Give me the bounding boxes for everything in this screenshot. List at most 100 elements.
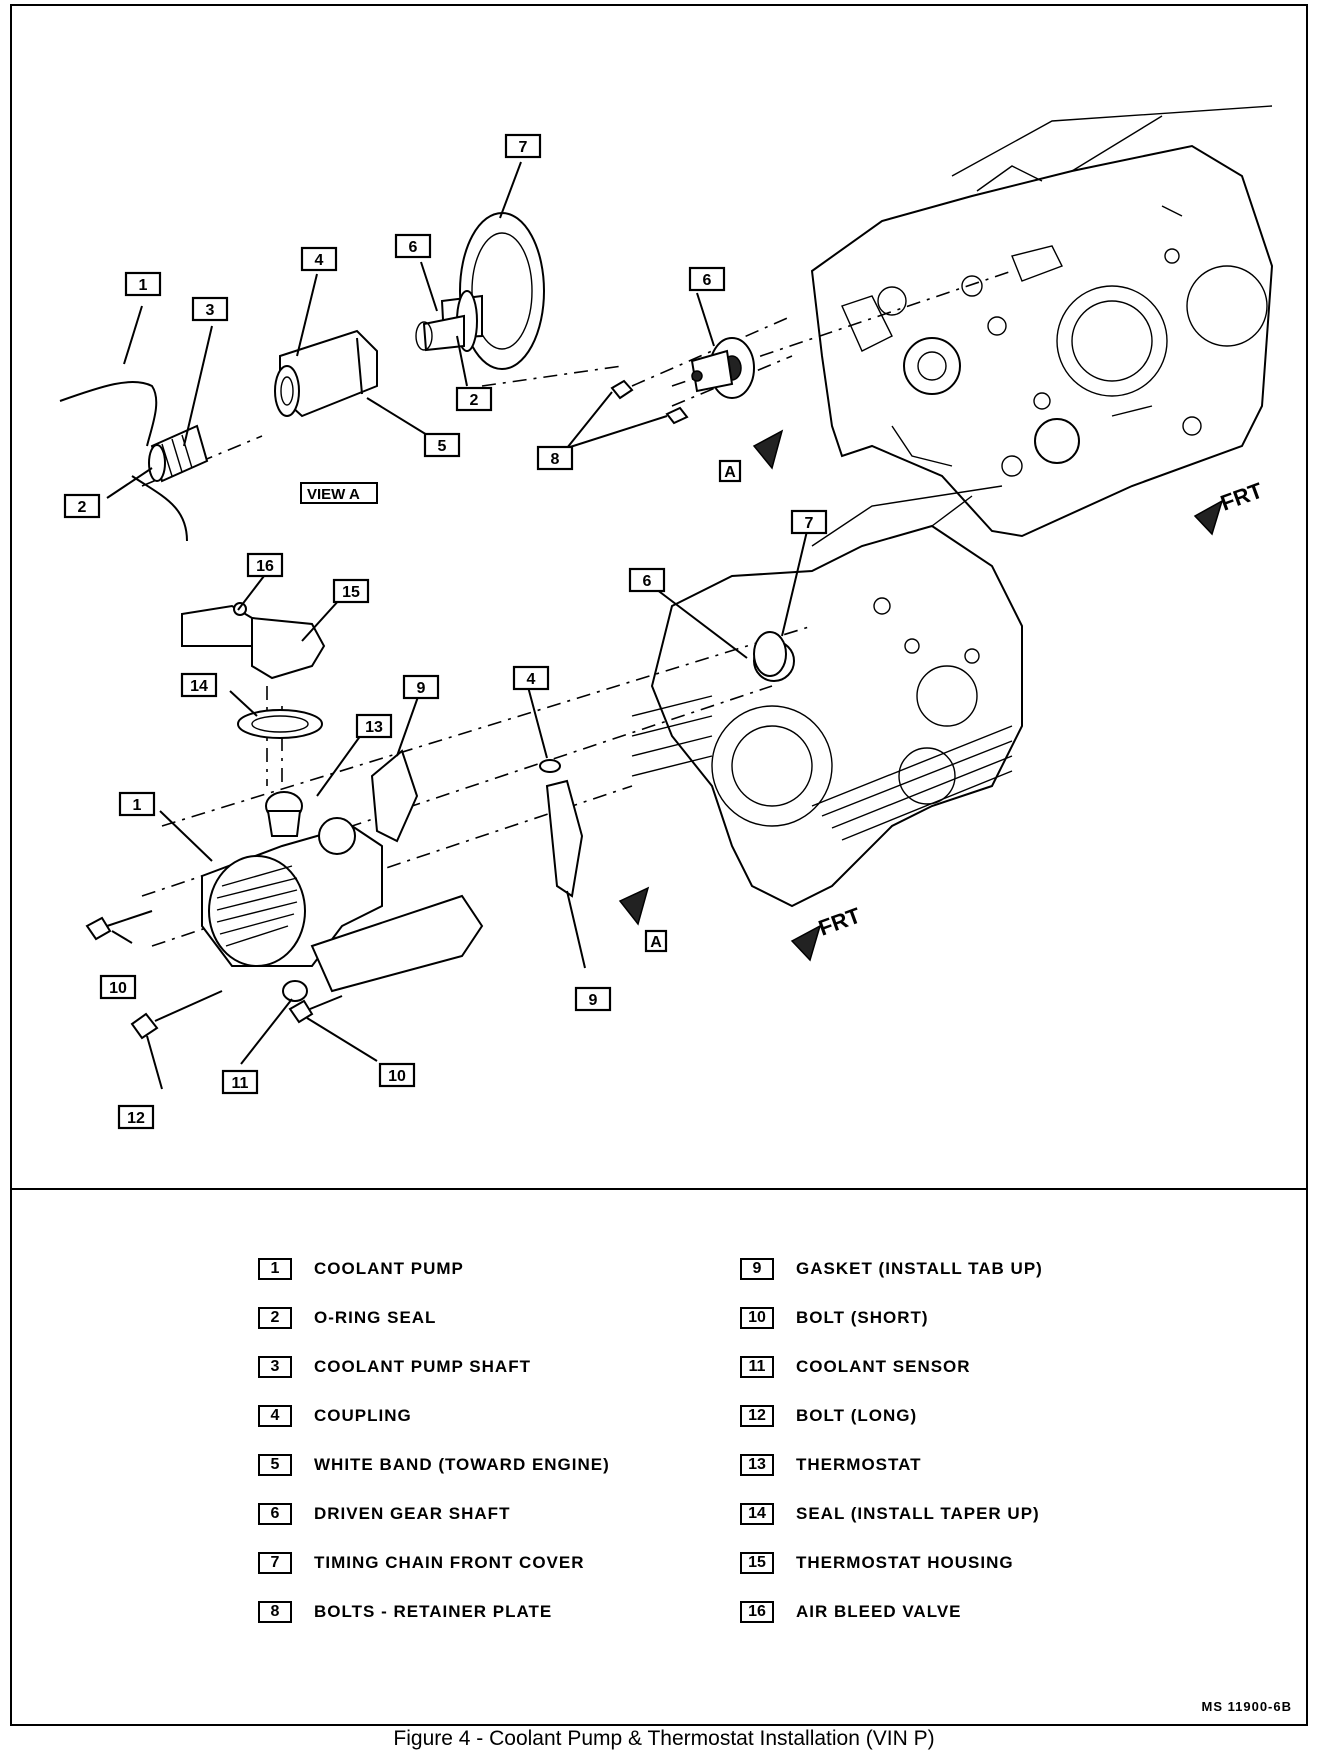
callout-bot-16: 16 (246, 552, 284, 578)
legend-text: COOLANT SENSOR (796, 1356, 971, 1376)
svg-text:7: 7 (805, 515, 814, 532)
svg-text:14: 14 (190, 678, 208, 695)
legend-number: 12 (740, 1404, 774, 1427)
callout-top-5: 5 (423, 432, 461, 458)
gasket-lower (545, 779, 584, 898)
legend-text: COUPLING (314, 1405, 412, 1425)
svg-text:FRT: FRT (815, 902, 864, 940)
svg-text:2: 2 (78, 499, 87, 516)
svg-text:12: 12 (127, 1110, 145, 1127)
callout-bot-14: 14 (180, 672, 218, 698)
coupling-bottom (539, 759, 561, 773)
svg-text:10: 10 (388, 1068, 406, 1085)
svg-text:10: 10 (109, 980, 127, 997)
callout-bot-7: 7 (790, 509, 828, 535)
legend-number: 2 (258, 1306, 292, 1329)
svg-text:A: A (650, 934, 662, 951)
callout-bot-10b: 10 (378, 1062, 416, 1088)
frt-arrow-bottom (790, 924, 822, 962)
exploded-view-drawing: 1 3 4 6 7 2 5 2 6 8 16 15 14 9 13 4 6 7 … (12, 6, 1306, 1188)
legend-text: COOLANT PUMP SHAFT (314, 1356, 531, 1376)
centerline-bottom-2 (141, 685, 773, 897)
legend-number: 15 (740, 1551, 774, 1574)
callout-top-8: 8 (536, 445, 574, 471)
legend-item: 2 O-RING SEAL (258, 1293, 610, 1342)
svg-text:5: 5 (438, 438, 447, 455)
svg-text:6: 6 (703, 272, 712, 289)
legend-number: 14 (740, 1502, 774, 1525)
svg-text:9: 9 (417, 680, 426, 697)
frt-label-bottom: FRT (815, 902, 864, 940)
svg-text:8: 8 (551, 451, 560, 468)
legend-divider (12, 1188, 1306, 1190)
gasket-upper (370, 749, 419, 843)
svg-text:2: 2 (470, 392, 479, 409)
svg-text:4: 4 (315, 252, 324, 269)
legend-text: GASKET (INSTALL TAB UP) (796, 1258, 1043, 1278)
callout-top-4: 4 (300, 246, 338, 272)
legend-number: 11 (740, 1355, 774, 1378)
svg-text:15: 15 (342, 584, 360, 601)
legend-text: THERMOSTAT (796, 1454, 922, 1474)
svg-text:3: 3 (206, 302, 215, 319)
coolant-sensor (282, 980, 308, 1002)
front-cover-disk (415, 212, 545, 370)
legend-item: 12 BOLT (LONG) (740, 1391, 1043, 1440)
legend-text: O-RING SEAL (314, 1307, 437, 1327)
engine-block-top (810, 105, 1274, 538)
svg-text:FRT: FRT (1217, 477, 1266, 515)
figure-frame: 1 3 4 6 7 2 5 2 6 8 16 15 14 9 13 4 6 7 … (10, 4, 1308, 1726)
callout-top-2b: 2 (455, 386, 493, 412)
callout-bot-9a: 9 (402, 674, 440, 700)
svg-text:6: 6 (409, 239, 418, 256)
svg-text:13: 13 (365, 719, 383, 736)
callout-top-1: 1 (124, 271, 162, 297)
svg-text:11: 11 (232, 1075, 249, 1092)
legend-text: WHITE BAND (TOWARD ENGINE) (314, 1454, 610, 1474)
pump-body-outline (59, 380, 188, 542)
callout-top-2a: 2 (63, 493, 101, 519)
callout-bot-1: 1 (118, 791, 156, 817)
bolt-short-left (85, 910, 153, 941)
legend-item: 14 SEAL (INSTALL TAPER UP) (740, 1489, 1043, 1538)
callout-bot-6: 6 (628, 567, 666, 593)
figure-caption: Figure 4 - Coolant Pump & Thermostat Ins… (393, 1727, 935, 1750)
legend-number: 5 (258, 1453, 292, 1476)
callout-bot-13: 13 (355, 713, 393, 739)
legend-number: 13 (740, 1453, 774, 1476)
callout-bot-10a: 10 (99, 974, 137, 1000)
callout-top-7: 7 (504, 133, 542, 159)
callout-top-3: 3 (191, 296, 229, 322)
svg-text:7: 7 (519, 139, 528, 156)
legend-text: TIMING CHAIN FRONT COVER (314, 1552, 585, 1572)
svg-text:16: 16 (256, 558, 274, 575)
legend-text: BOLTS - RETAINER PLATE (314, 1601, 553, 1621)
thermostat-housing (181, 602, 326, 680)
legend-text: DRIVEN GEAR SHAFT (314, 1503, 511, 1523)
centerline-bottom-1 (161, 625, 813, 827)
svg-text:9: 9 (589, 992, 598, 1009)
view-arrow-top (752, 429, 784, 470)
coolant-pump (201, 817, 484, 993)
legend-number: 6 (258, 1502, 292, 1525)
legend-number: 7 (258, 1551, 292, 1574)
legend-text: SEAL (INSTALL TAPER UP) (796, 1503, 1040, 1523)
svg-text:A: A (724, 464, 736, 481)
bolt-short-right (288, 995, 343, 1024)
driven-gear-bottom (753, 631, 787, 677)
callout-bot-12: 12 (117, 1104, 155, 1130)
legend-text: BOLT (LONG) (796, 1405, 918, 1425)
coolant-pump-shaft (148, 424, 209, 483)
legend-item: 5 WHITE BAND (TOWARD ENGINE) (258, 1440, 610, 1489)
svg-text:1: 1 (133, 797, 142, 814)
callout-bot-9b: 9 (574, 986, 612, 1012)
legend-item: 13 THERMOSTAT (740, 1440, 1043, 1489)
